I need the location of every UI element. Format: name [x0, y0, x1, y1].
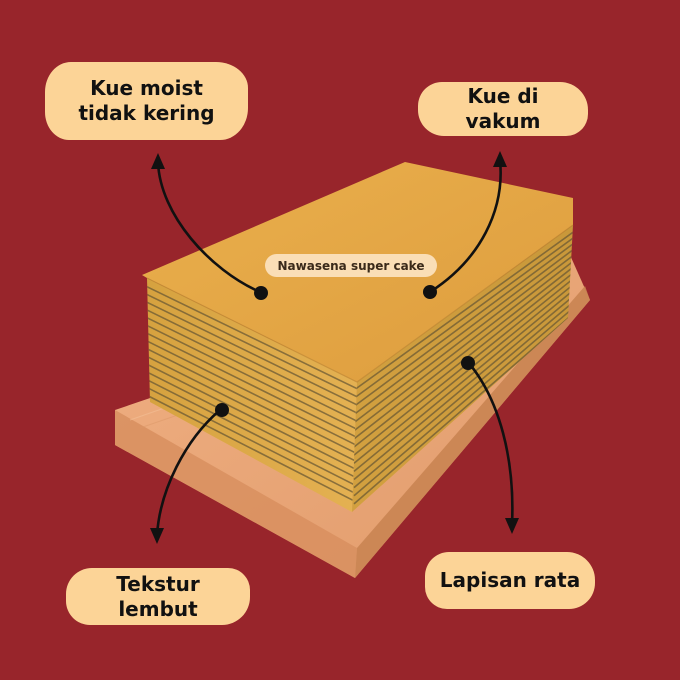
- callout-vacuum-text: Kue di vakum: [465, 84, 541, 133]
- arrow-up-icon: [493, 151, 507, 167]
- cake-layer-line: [353, 288, 573, 472]
- cake-layer-line: [147, 316, 357, 424]
- cake-layer-line: [353, 247, 573, 416]
- arrow-up-icon: [428, 158, 502, 294]
- callout-moist-line-2: tidak kering: [78, 101, 215, 125]
- arrow-up-icon: [156, 160, 262, 294]
- callout-moist: Kue moist tidak kering: [45, 62, 248, 140]
- cake-layer-line: [353, 230, 573, 391]
- dot-icon: [461, 356, 475, 370]
- cake-layer-line: [147, 370, 357, 481]
- arrow-up-icon: [151, 153, 165, 169]
- cake-layer-line: [353, 259, 573, 432]
- brand-label: Nawasena super cake: [265, 254, 437, 277]
- cake-layer-line: [147, 393, 357, 505]
- dot-icon: [215, 403, 229, 417]
- cake-layer-line: [147, 339, 357, 448]
- cake-layer-line: [353, 305, 573, 497]
- cake-layer-line: [147, 362, 357, 473]
- cake-layer-line: [353, 241, 573, 408]
- cake-layer-line: [147, 285, 357, 391]
- cake-layer-line: [353, 294, 573, 481]
- cake-layer-line: [147, 323, 357, 432]
- arrow-down-icon: [150, 528, 164, 544]
- cake-layer-line: [353, 265, 573, 440]
- cake-layer-line: [147, 354, 357, 464]
- cake-layer-line: [353, 311, 573, 505]
- callout-vacuum: Kue di vakum: [418, 82, 588, 136]
- cake-layer-line: [147, 331, 357, 440]
- cake-layer-line: [147, 308, 357, 416]
- arrowheads: [150, 151, 519, 544]
- cake-layer-line: [147, 378, 357, 489]
- callout-moist-line-1: Kue moist: [90, 76, 203, 100]
- callout-layers-text: Lapisan rata: [439, 568, 581, 592]
- cake-layer-line: [147, 347, 357, 456]
- cake-layer-line: [353, 282, 573, 464]
- callout-texture-text: Tekstur lembut: [116, 571, 200, 621]
- annotation-arrows: [155, 158, 514, 537]
- arrow-down-icon: [155, 408, 222, 537]
- arrow-down-icon: [466, 360, 514, 527]
- callout-texture: Tekstur lembut: [66, 568, 250, 625]
- callout-layers: Lapisan rata: [425, 552, 595, 609]
- cake-layer-line: [147, 385, 357, 497]
- cake-layer-line: [353, 235, 573, 399]
- cake-layer-line: [147, 292, 357, 399]
- dot-icon: [254, 286, 268, 300]
- dot-icon: [423, 285, 437, 299]
- cake-layer-line: [353, 299, 573, 489]
- arrow-down-icon: [505, 518, 519, 534]
- cake-layer-line: [147, 300, 357, 408]
- cake-layer-line: [353, 253, 573, 424]
